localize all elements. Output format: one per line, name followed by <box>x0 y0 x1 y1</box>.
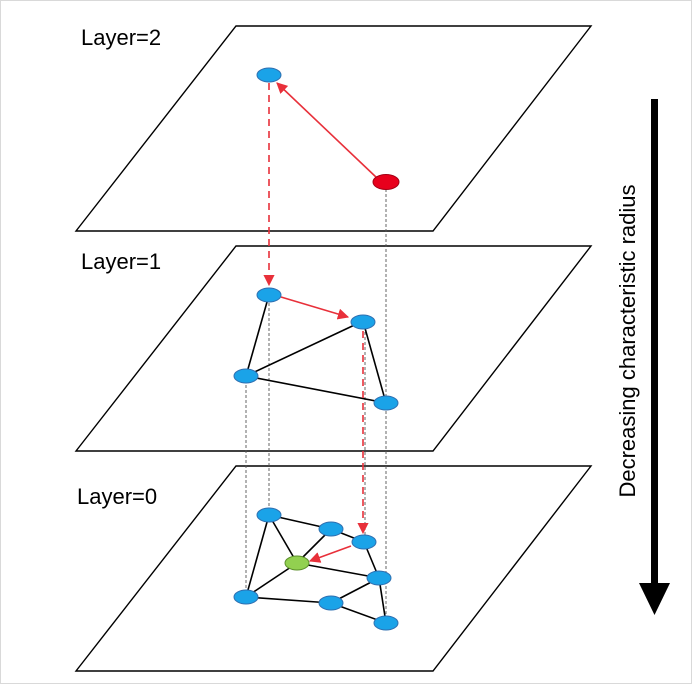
edge <box>378 577 387 624</box>
search-arrow <box>276 82 378 179</box>
edge <box>296 562 380 579</box>
layer-1-plane <box>74 245 593 452</box>
edge <box>245 294 270 377</box>
layer-2-label: Layer=2 <box>81 25 161 50</box>
node-layer1 <box>256 287 282 303</box>
node-layer2 <box>256 67 282 83</box>
layer-1-label: Layer=1 <box>81 249 161 274</box>
edge <box>245 562 298 598</box>
layer-0-plane <box>74 465 593 672</box>
node-layer0 <box>373 615 399 631</box>
edge <box>245 596 332 604</box>
edge <box>268 514 298 564</box>
axis-label: Decreasing characteristic radius <box>615 184 640 497</box>
node-layer0 <box>318 595 344 611</box>
node-layer1 <box>233 368 259 384</box>
node-layer0 <box>256 507 282 523</box>
node-layer1 <box>350 314 376 330</box>
node-layer0 <box>366 570 392 586</box>
entry-node <box>372 174 400 190</box>
axis-arrow <box>639 99 670 615</box>
edge <box>362 320 387 404</box>
edge <box>245 320 364 377</box>
edge <box>245 514 270 598</box>
guide-lines <box>245 189 387 621</box>
search-path-descent <box>263 83 369 535</box>
search-path-solid <box>276 82 378 563</box>
node-layer0 <box>351 534 377 550</box>
node-layer1 <box>373 395 399 411</box>
layer-0-label: Layer=0 <box>77 484 157 509</box>
target-node <box>284 555 310 571</box>
edge <box>245 375 387 404</box>
node-layer0 <box>318 521 344 537</box>
search-arrow <box>308 545 352 563</box>
layer-1-edges <box>245 294 387 404</box>
node-layer0 <box>233 589 259 605</box>
search-arrow <box>280 296 350 320</box>
layer-2-plane <box>74 25 593 232</box>
